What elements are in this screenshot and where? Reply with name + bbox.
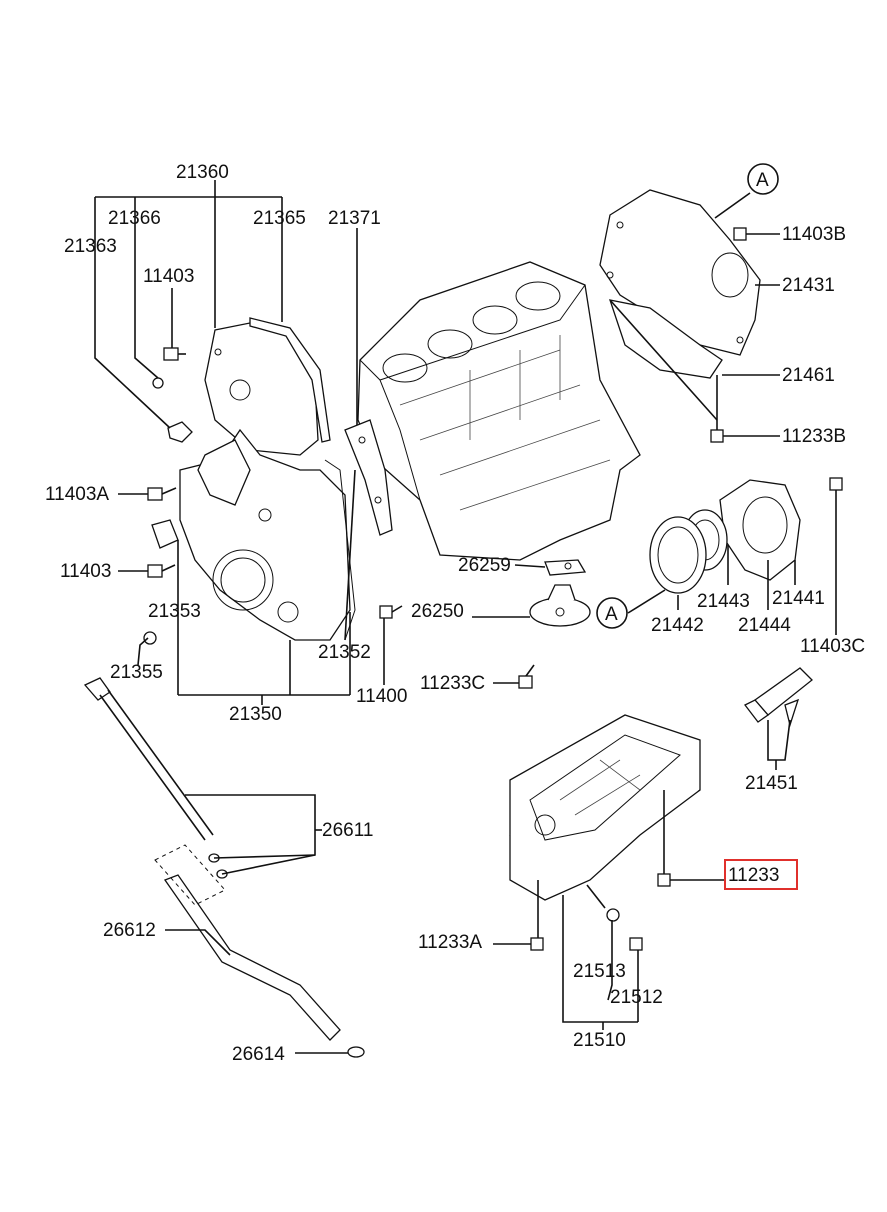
- label-21350[interactable]: 21350: [229, 704, 282, 725]
- label-21461[interactable]: 21461: [782, 365, 835, 386]
- label-26612[interactable]: 26612: [103, 920, 156, 941]
- label-11233B[interactable]: 11233B: [782, 426, 846, 447]
- label-21444[interactable]: 21444: [738, 615, 791, 636]
- reference-circle-a-mid: [596, 597, 628, 629]
- clip-21363: [167, 421, 193, 443]
- label-21353[interactable]: 21353: [148, 601, 201, 622]
- label-11403A[interactable]: 11403A: [45, 484, 109, 505]
- label-11403B[interactable]: 11403B: [782, 224, 846, 245]
- bolt-11233C: [518, 664, 535, 689]
- leader-lines: [94, 180, 837, 1054]
- label-11403C[interactable]: 11403C: [800, 636, 865, 657]
- label-ref-a-top[interactable]: A: [756, 170, 769, 191]
- bolt-11400: [379, 605, 403, 619]
- label-21371[interactable]: 21371: [328, 208, 381, 229]
- label-21512[interactable]: 21512: [610, 987, 663, 1008]
- label-11233C[interactable]: 11233C: [420, 673, 485, 694]
- timing-cover-lower: [179, 428, 356, 641]
- cover-21461: [609, 299, 723, 379]
- engine-block: [357, 261, 641, 561]
- label-21360[interactable]: 21360: [176, 162, 229, 183]
- label-ref-a-mid[interactable]: A: [605, 604, 618, 625]
- bolt-11403B: [733, 227, 747, 241]
- label-11403-top[interactable]: 11403: [143, 266, 194, 287]
- drain-plug-21512: [629, 937, 643, 951]
- label-26259[interactable]: 26259: [458, 555, 511, 576]
- label-26250[interactable]: 26250: [411, 601, 464, 622]
- oil-strainer-26250: [529, 584, 591, 627]
- label-21366[interactable]: 21366: [108, 208, 161, 229]
- bolt-11403-mid: [147, 564, 176, 578]
- bolt-11403A: [147, 487, 177, 501]
- seal-21355: [143, 631, 157, 645]
- bolt-11403C: [829, 477, 843, 491]
- label-21365[interactable]: 21365: [253, 208, 306, 229]
- label-21441[interactable]: 21441: [772, 588, 825, 609]
- reference-circle-a-top: [747, 163, 779, 195]
- seal-21442: [649, 516, 707, 594]
- oil-pan-21510: [509, 714, 701, 901]
- label-26614[interactable]: 26614: [232, 1044, 285, 1065]
- dipstick-guide-26612: [154, 844, 341, 1041]
- bolt-11403-top: [163, 347, 186, 361]
- o-ring-26614: [347, 1046, 365, 1058]
- timing-cover-upper: [204, 317, 331, 456]
- highlight-box: [724, 859, 798, 890]
- bolt-11233B: [710, 429, 724, 443]
- label-11403-mid[interactable]: 11403: [60, 561, 111, 582]
- label-21510[interactable]: 21510: [573, 1030, 626, 1051]
- bracket-21353: [151, 519, 179, 549]
- timing-gasket: [344, 419, 393, 536]
- washer-21366: [152, 377, 164, 389]
- label-21513[interactable]: 21513: [573, 961, 626, 982]
- bolt-11233A: [530, 937, 544, 951]
- callout-labels: 21360 21366 21365 21371 21363 11403 1140…: [45, 162, 865, 1065]
- label-21363[interactable]: 21363: [64, 236, 117, 257]
- label-11233A[interactable]: 11233A: [418, 932, 482, 953]
- label-21442[interactable]: 21442: [651, 615, 704, 636]
- gasket-26259: [544, 559, 587, 576]
- gasket-21513: [606, 908, 620, 922]
- label-21352[interactable]: 21352: [318, 642, 371, 663]
- seal-housing-21441: [719, 479, 801, 581]
- sealant-tube-21451: [744, 667, 813, 728]
- label-21451[interactable]: 21451: [745, 773, 798, 794]
- label-26611[interactable]: 26611: [322, 820, 373, 841]
- label-11400[interactable]: 11400: [356, 686, 407, 707]
- label-11233[interactable]: 11233: [728, 865, 779, 886]
- rear-plate-21431: [599, 189, 761, 356]
- label-21355[interactable]: 21355: [110, 662, 163, 683]
- label-21431[interactable]: 21431: [782, 275, 835, 296]
- label-21443[interactable]: 21443: [697, 591, 750, 612]
- bolt-11233-pan: [657, 873, 671, 887]
- dipstick-26611: [83, 677, 228, 879]
